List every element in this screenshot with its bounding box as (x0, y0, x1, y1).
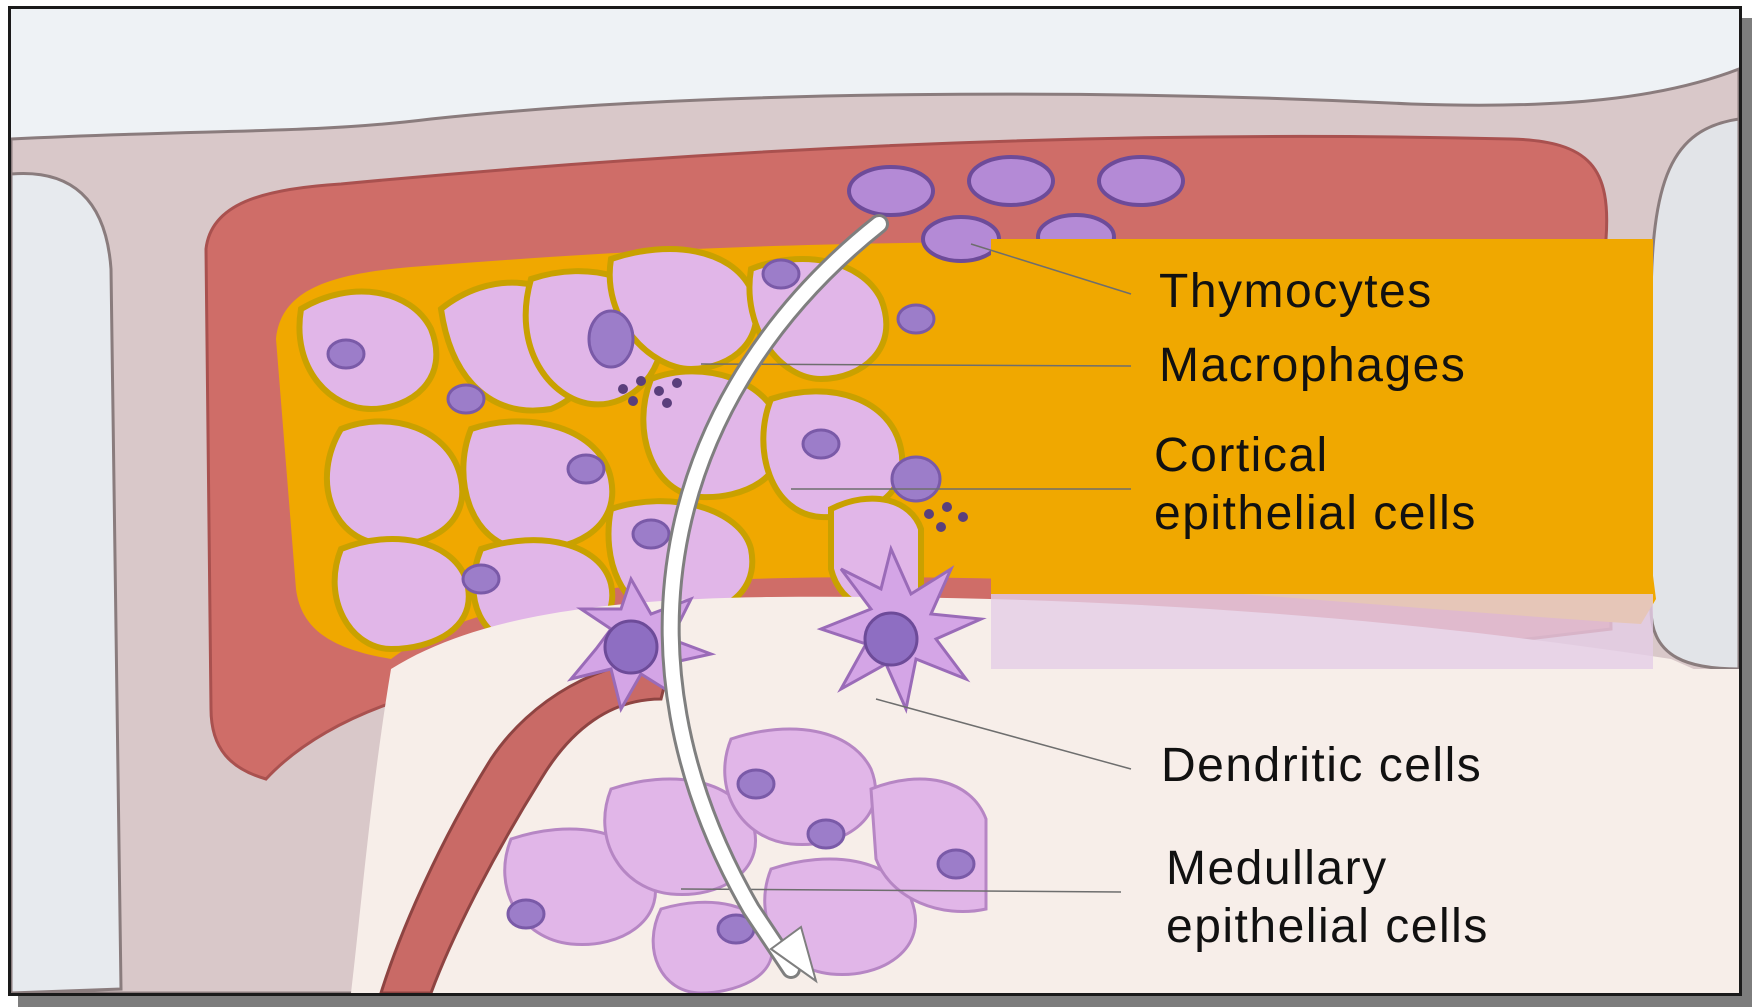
label-cortical-line2: epithelial cells (1154, 487, 1477, 540)
left-septum (11, 173, 121, 993)
label-thymocytes: Thymocytes (1159, 265, 1433, 318)
label-medullary-line2: epithelial cells (1166, 900, 1489, 953)
diagram-frame: Thymocytes Macrophages Cortical epitheli… (8, 6, 1742, 996)
label-medullary-line1: Medullary (1166, 842, 1388, 895)
label-dendritic: Dendritic cells (1161, 739, 1482, 792)
thymus-diagram: Thymocytes Macrophages Cortical epitheli… (11, 9, 1739, 993)
label-cortical-line1: Cortical (1154, 429, 1329, 482)
label-macrophages: Macrophages (1159, 339, 1466, 392)
label-panel-band (991, 594, 1653, 674)
right-septum (1651, 119, 1739, 669)
